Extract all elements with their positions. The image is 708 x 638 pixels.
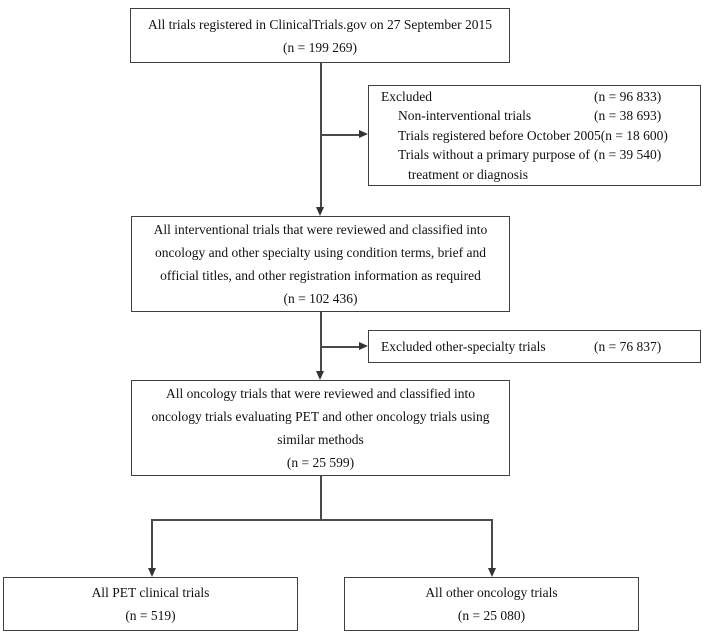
excluded-row-count: (n = 38 693) bbox=[594, 108, 662, 124]
excluded-row-label: treatment or diagnosis bbox=[408, 166, 528, 182]
arrowhead-to-excluded2 bbox=[359, 342, 368, 350]
excluded-row-count: (n = 18 600) bbox=[600, 127, 668, 143]
excluded-row-count: (n = 96 833) bbox=[594, 88, 662, 104]
box-other-oncology-count: (n = 25 080) bbox=[457, 608, 526, 623]
connector-right-vertical bbox=[491, 519, 493, 568]
arrowhead-to-excluded bbox=[359, 130, 368, 138]
excluded-row: Trials registered before October 2005 (n… bbox=[381, 126, 690, 146]
box-all-trials-text: All trials registered in ClinicalTrials.… bbox=[147, 16, 493, 32]
connector-split-horizontal bbox=[151, 519, 492, 521]
box-oncology-count: (n = 25 599) bbox=[286, 455, 355, 470]
arrowhead-to-pet bbox=[147, 568, 156, 577]
connector-excluded2-branch bbox=[321, 346, 359, 348]
excluded2-label: Excluded other-specialty trials bbox=[381, 338, 546, 354]
box-oncology-text: similar methods bbox=[277, 432, 364, 447]
connector-top-vertical bbox=[320, 63, 322, 208]
excluded-row: Non-interventional trials (n = 38 693) bbox=[381, 106, 690, 126]
connector-oncology-vertical bbox=[320, 476, 322, 520]
box-oncology-text: All oncology trials that were reviewed a… bbox=[166, 386, 475, 401]
connector-left-vertical bbox=[151, 519, 153, 568]
excluded-row-count: (n = 39 540) bbox=[594, 147, 662, 163]
box-pet-trials-text: All PET clinical trials bbox=[91, 585, 210, 600]
box-other-oncology-text: All other oncology trials bbox=[425, 585, 558, 600]
box-interventional-text: oncology and other specialty using condi… bbox=[154, 245, 487, 260]
connector-excluded-branch bbox=[321, 134, 359, 136]
box-all-trials: All trials registered in ClinicalTrials.… bbox=[130, 8, 510, 63]
arrowhead-to-interventional bbox=[316, 207, 324, 216]
box-pet-trials-count: (n = 519) bbox=[125, 608, 176, 623]
connector-mid-vertical bbox=[320, 312, 322, 372]
excluded2-count: (n = 76 837) bbox=[594, 338, 662, 354]
box-oncology: All oncology trials that were reviewed a… bbox=[131, 380, 510, 476]
box-all-trials-count: (n = 199 269) bbox=[283, 39, 357, 55]
box-pet-trials: All PET clinical trials (n = 519) bbox=[3, 577, 298, 631]
excluded-row-label: Trials registered before October 2005 bbox=[398, 127, 601, 143]
box-excluded: Excluded (n = 96 833) Non-interventional… bbox=[368, 85, 701, 186]
box-interventional-count: (n = 102 436) bbox=[283, 291, 358, 306]
box-interventional: All interventional trials that were revi… bbox=[131, 216, 510, 312]
box-other-oncology: All other oncology trials (n = 25 080) bbox=[344, 577, 639, 631]
box-interventional-text: All interventional trials that were revi… bbox=[153, 222, 488, 237]
excluded-row: Trials without a primary purpose of (n =… bbox=[381, 145, 690, 165]
excluded-row-label: Trials without a primary purpose of bbox=[398, 147, 590, 163]
excluded-row-label: Excluded bbox=[381, 88, 432, 104]
excluded-row-count bbox=[594, 165, 690, 185]
arrowhead-to-oncology bbox=[316, 371, 324, 380]
excluded-row: treatment or diagnosis bbox=[381, 165, 690, 185]
arrowhead-to-other bbox=[487, 568, 496, 577]
box-interventional-text: official titles, and other registration … bbox=[160, 268, 481, 283]
box-oncology-text: oncology trials evaluating PET and other… bbox=[151, 409, 490, 424]
excluded-row: Excluded (n = 96 833) bbox=[381, 87, 690, 107]
excluded-row-label: Non-interventional trials bbox=[398, 108, 532, 124]
box-excluded-other-specialty: Excluded other-specialty trials (n = 76 … bbox=[368, 330, 701, 363]
